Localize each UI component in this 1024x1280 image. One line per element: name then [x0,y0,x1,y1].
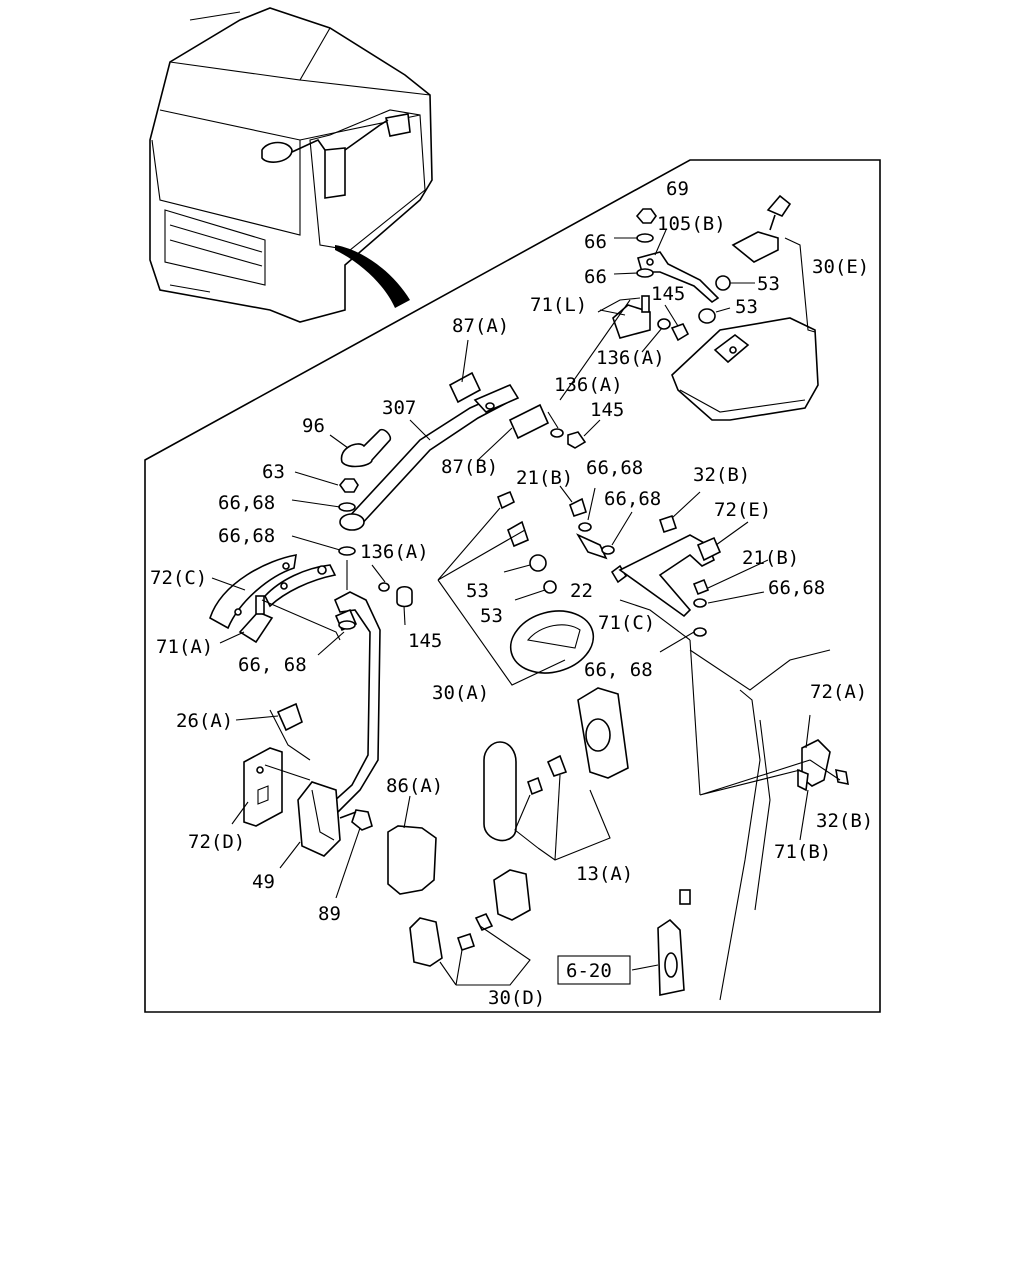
callout-66: 66 [584,231,607,253]
parts [209,194,849,1001]
callout-66-68: 66,68 [218,492,275,514]
callout-145: 145 [590,399,624,421]
callout-49: 49 [252,871,275,893]
reference-box [557,955,631,985]
callout-145: 145 [408,630,442,652]
callout-32b: 32(B) [816,810,873,832]
callout-136a: 136(A) [554,374,623,396]
callout-53: 53 [735,296,758,318]
truck-cab-illustration [149,7,433,323]
callout-136a: 136(A) [360,541,429,563]
callout-63: 63 [262,461,285,483]
callout-66-68: 66,68 [218,525,275,547]
callout-71b: 71(B) [774,841,831,863]
callout-87a: 87(A) [452,315,509,337]
callout-21b: 21(B) [742,547,799,569]
callout-72d: 72(D) [188,831,245,853]
callout-69: 69 [666,178,689,200]
callout-72c: 72(C) [150,567,207,589]
callout-87b: 87(B) [441,456,498,478]
callout-71a: 71(A) [156,636,213,658]
callout-71l: 71(L) [530,294,587,316]
callout-66-68: 66, 68 [238,654,307,676]
callout-145: 145 [651,283,685,305]
detail-frame [144,159,881,1013]
callout-86a: 86(A) [386,775,443,797]
callout-30e: 30(E) [812,256,869,278]
callout-89: 89 [318,903,341,925]
callout-66-68: 66,68 [768,577,825,599]
callout-66-68: 66,68 [604,488,661,510]
callout-30d: 30(D) [488,987,545,1009]
callout-53: 53 [757,273,780,295]
callout-66: 66 [584,266,607,288]
callout-30a: 30(A) [432,682,489,704]
callout-96: 96 [302,415,325,437]
callout-labels: 69 66 105(B) 30(E) 66 53 71(L) 145 53 13… [150,178,873,1009]
leader-lines [211,229,841,986]
callout-71c: 71(C) [598,612,655,634]
callout-53: 53 [480,605,503,627]
callout-53: 53 [466,580,489,602]
callout-105b: 105(B) [657,213,726,235]
callout-72a: 72(A) [810,681,867,703]
callout-136a: 136(A) [596,347,665,369]
callout-13a: 13(A) [576,863,633,885]
callout-72e: 72(E) [714,499,771,521]
callout-66-68: 66, 68 [584,659,653,681]
callout-22: 22 [570,580,593,602]
callout-32b: 32(B) [693,464,750,486]
callout-26a: 26(A) [176,710,233,732]
reference-6-20[interactable]: 6-20 [566,960,612,982]
callout-307: 307 [382,397,416,419]
callout-66-68: 66,68 [586,457,643,479]
callout-21b: 21(B) [516,467,573,489]
